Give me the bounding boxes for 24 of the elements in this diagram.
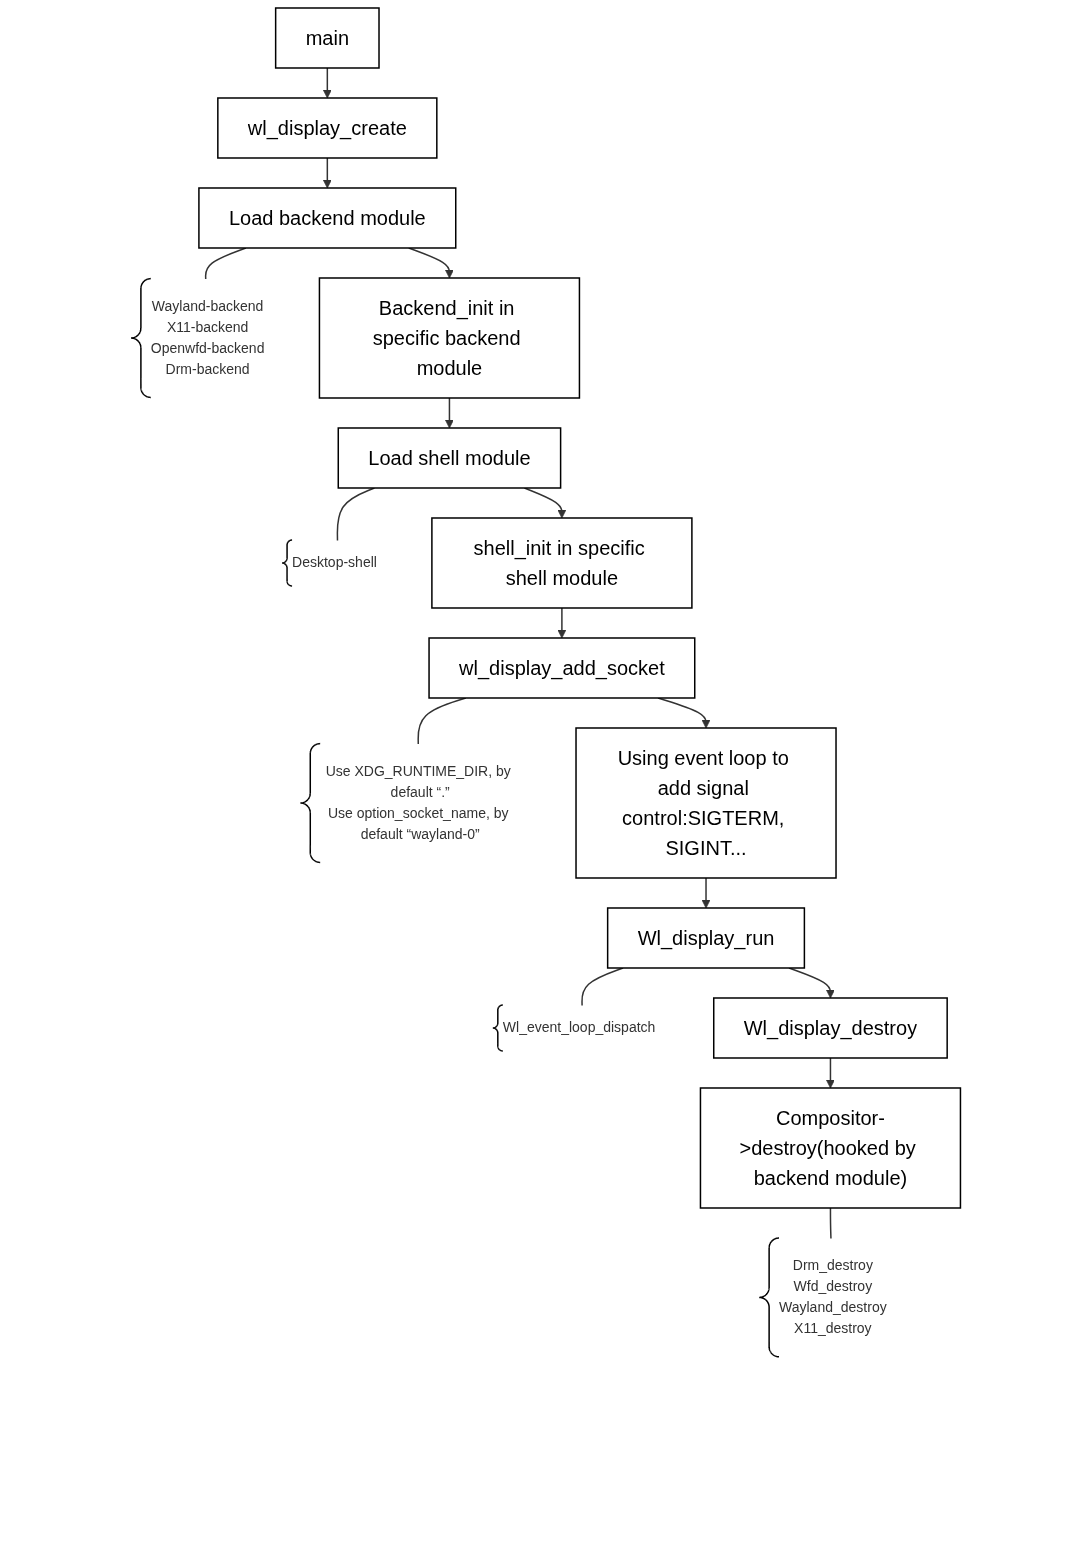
node-box: shell_init in specific shell module — [430, 517, 693, 609]
connector — [829, 1207, 832, 1240]
arrow — [322, 157, 332, 189]
node-box: Using event loop to add signal control:SIGTERM, SIGINT... — [575, 727, 837, 879]
arrow — [444, 397, 454, 429]
node-box: wl_display_create — [216, 97, 438, 159]
node-text: Wl_event_loop_dispatch — [502, 1019, 656, 1036]
node-box: wl_display_add_socket — [428, 637, 696, 699]
node-box: Load shell module — [337, 427, 562, 489]
node-text: Use XDG_RUNTIME_DIR, by default “.” Use option_socket_name, by default “wayland-0” — [325, 763, 511, 842]
connector — [336, 487, 375, 542]
node-box: main — [274, 7, 380, 69]
node-text: Drm_destroy Wfd_destroy Wayland_destroy X11_destroy — [778, 1257, 887, 1337]
node-text: Wayland-backend X11-backend Openwfd-backend Drm-backend — [150, 298, 265, 377]
node-box: Compositor->destroy(hooked by backend module) — [699, 1087, 961, 1209]
arrow — [825, 1057, 835, 1089]
node-box: Load backend module — [197, 187, 457, 249]
arrow — [701, 877, 711, 909]
node-box: Backend_init in specific backend module — [318, 277, 580, 399]
arrow — [557, 607, 567, 639]
node-box: Wl_display_run — [606, 907, 805, 969]
node-text: Desktop-shell — [291, 554, 377, 571]
arrow — [322, 67, 332, 99]
node-box: Wl_display_destroy — [712, 997, 948, 1059]
